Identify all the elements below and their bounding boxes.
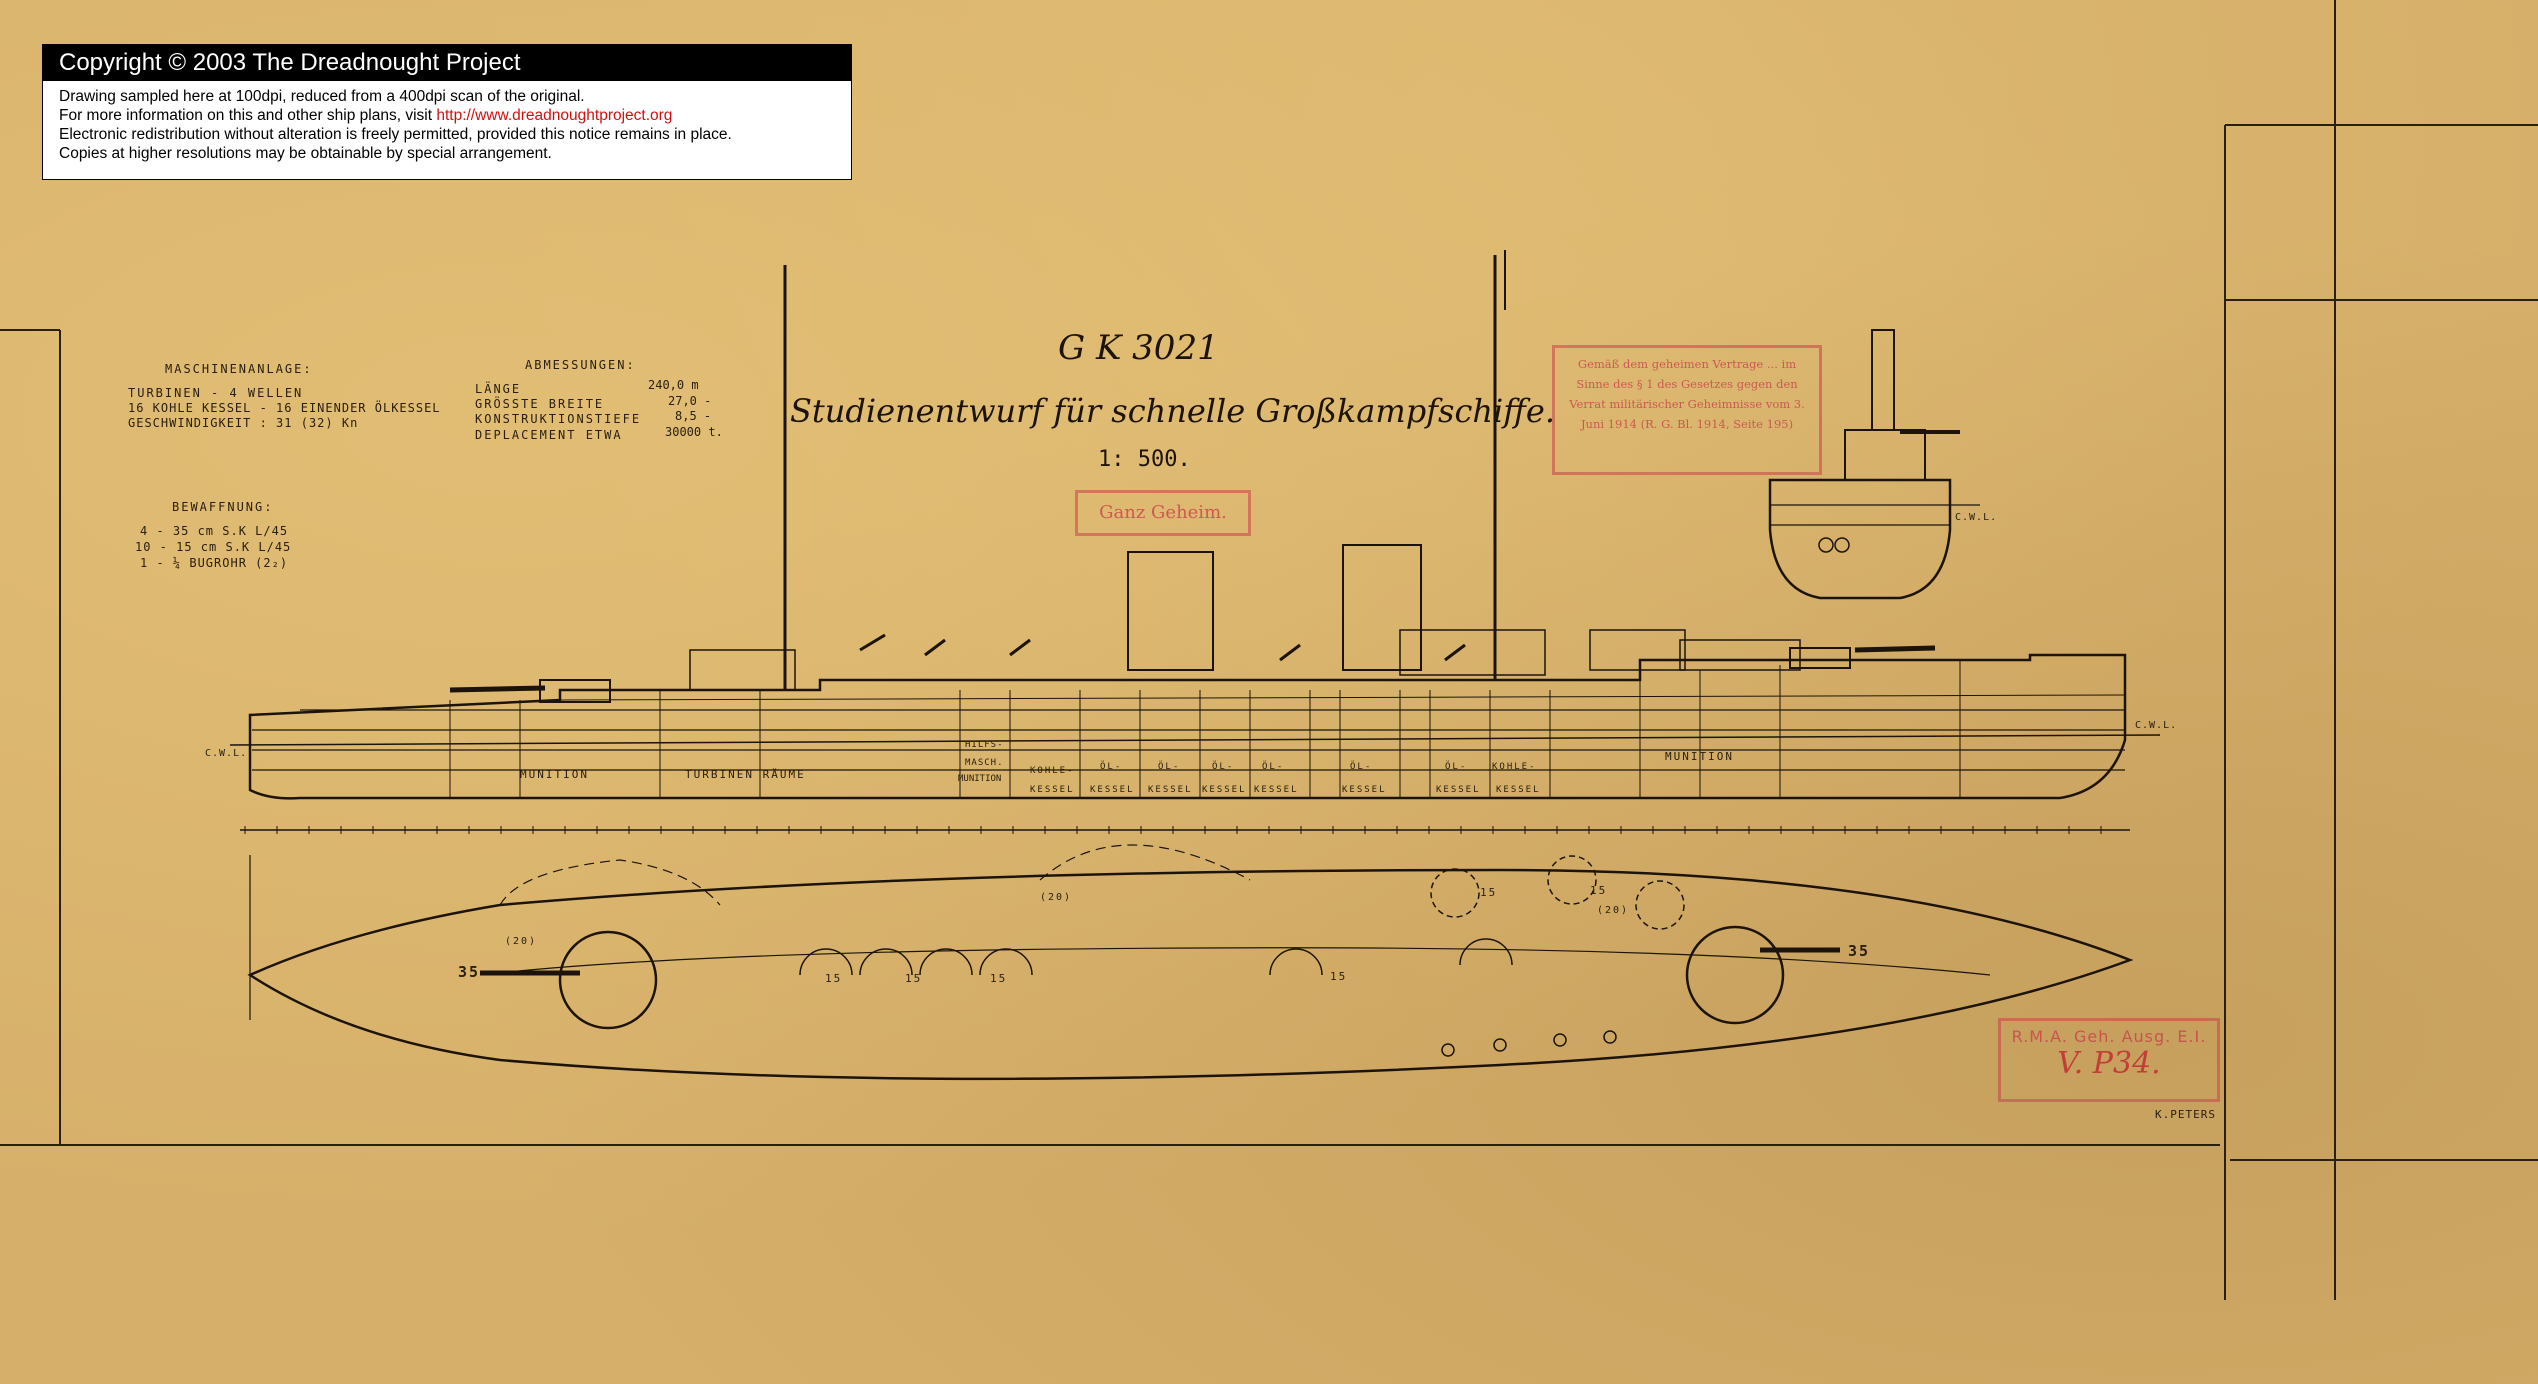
dimension-label-1: GRÖSSTE BREITE (475, 397, 605, 411)
hull-label-turbines: TURBINEN RÄUME (685, 768, 806, 781)
hull-label-kessel-7: KESSEL (1436, 785, 1481, 795)
stamp-rma: R.M.A. Geh. Ausg. E.I. V. P34. (1998, 1018, 2220, 1102)
armament-line-1: 4 - 35 cm S.K L/45 (140, 524, 289, 538)
copyright-notice: Copyright © 2003 The Dreadnought Project… (42, 44, 852, 180)
armament-line-3: 1 - ¼ BUGROHR (2₂) (140, 556, 289, 570)
hull-label-munition-mid: MUNITION (958, 774, 1002, 784)
drawing-scale: 1: 500. (1098, 447, 1191, 472)
machinery-heading: MASCHINENANLAGE: (165, 362, 313, 376)
dimension-value-0: 240,0 m (648, 378, 699, 392)
drawing-id: G K 3021 (1058, 328, 1219, 368)
hull-label-oel-5: ÖL- (1350, 762, 1373, 772)
machinery-line-1: TURBINEN - 4 WELLEN (128, 386, 304, 400)
gun-label-35-fwd: 35 (1848, 942, 1871, 960)
machinery-line-3: GESCHWINDIGKEIT : 31 (32) Kn (128, 416, 359, 430)
gun-label-35-aft: 35 (458, 963, 481, 981)
stamp-secrecy-notice: Gemäß dem geheimen Vertrage ... im Sinne… (1552, 345, 1822, 475)
hull-label-kessel-2: KESSEL (1090, 785, 1135, 795)
stamp-ganz-geheim: Ganz Geheim. (1075, 490, 1251, 536)
dreadnought-project-link[interactable]: http://www.dreadnoughtproject.org (436, 107, 673, 124)
frame-lines (0, 0, 2538, 1300)
plan-view (247, 844, 2134, 1081)
notice-line-4: Copies at higher resolutions may be obta… (59, 145, 552, 162)
hull-label-oel-4: ÖL- (1262, 762, 1285, 772)
gun-label-15-a: 15 (825, 972, 843, 985)
dimension-value-2: 8,5 - (675, 409, 712, 423)
notice-line-3: Electronic redistribution without altera… (59, 126, 732, 143)
hull-label-kessel-5: KESSEL (1254, 785, 1299, 795)
gun-label-15-d: 15 (1330, 970, 1348, 983)
cwl-label-fwd: C.W.L. (2135, 720, 2178, 731)
dimension-value-3: 30000 t. (665, 425, 723, 439)
armament-heading: BEWAFFNUNG: (172, 500, 274, 514)
hull-label-hilfs: HILFS- (965, 740, 1004, 750)
armament-line-2: 10 - 15 cm S.K L/45 (135, 540, 292, 554)
gun-label-15-c: 15 (990, 972, 1008, 985)
draftsman-signature: K.PETERS (2155, 1108, 2216, 1121)
cwl-label-section: C.W.L. (1955, 512, 1998, 523)
hull-label-munition-aft: MUNITION (520, 768, 589, 781)
side-profile (229, 250, 2161, 831)
hull-label-kessel-4: KESSEL (1202, 785, 1247, 795)
dimensions-heading: ABMESSUNGEN: (525, 358, 636, 372)
gun-label-15-b: 15 (905, 972, 923, 985)
scale-ticks (244, 826, 2102, 834)
notice-body: Drawing sampled here at 100dpi, reduced … (43, 81, 851, 163)
hull-label-kessel-8: KESSEL (1496, 785, 1541, 795)
gun-label-20-b: (20) (505, 936, 538, 947)
dimension-label-3: DEPLACEMENT ETWA (475, 428, 623, 442)
notice-line-2-text: For more information on this and other s… (59, 107, 437, 124)
stamp-rma-text: R.M.A. Geh. Ausg. E.I. (2011, 1027, 2207, 1046)
machinery-line-2: 16 KOHLE KESSEL - 16 EINENDER ÖLKESSEL (128, 401, 441, 415)
drawing-title: Studienentwurf für schnelle Großkampfsch… (790, 392, 1555, 430)
gun-label-20-a: (20) (1040, 892, 1073, 903)
hull-label-kohle-1: KOHLE- (1030, 766, 1075, 776)
hull-label-kohle-2: KOHLE- (1492, 762, 1537, 772)
hull-label-oel-1: ÖL- (1100, 762, 1123, 772)
notice-line-1: Drawing sampled here at 100dpi, reduced … (59, 88, 585, 105)
stamp-plan-ref: V. P34. (2057, 1046, 2161, 1081)
gun-label-20-c: (20) (1597, 905, 1630, 916)
hull-label-oel-3: ÖL- (1212, 762, 1235, 772)
hull-label-kessel-3: KESSEL (1148, 785, 1193, 795)
hull-label-oel-2: ÖL- (1158, 762, 1181, 772)
notice-title: Copyright © 2003 The Dreadnought Project (43, 45, 851, 81)
dimension-label-2: KONSTRUKTIONSTIEFE (475, 412, 642, 426)
hull-label-oel-6: ÖL- (1445, 762, 1468, 772)
dimension-value-1: 27,0 - (668, 394, 712, 408)
dimension-label-0: LÄNGE (475, 382, 522, 396)
gun-label-15-e: 15 (1480, 886, 1498, 899)
gun-label-15-f: 15 (1590, 884, 1608, 897)
cwl-label-aft: C.W.L. (205, 748, 248, 759)
cross-section (1768, 329, 1980, 600)
hull-label-munition-fwd: MUNITION (1665, 750, 1734, 763)
notice-line-2: For more information on this and other s… (59, 106, 835, 125)
hull-label-kessel-1: KESSEL (1030, 785, 1075, 795)
hull-label-kessel-6: KESSEL (1342, 785, 1387, 795)
hull-label-masch: MASCH. (965, 758, 1004, 768)
